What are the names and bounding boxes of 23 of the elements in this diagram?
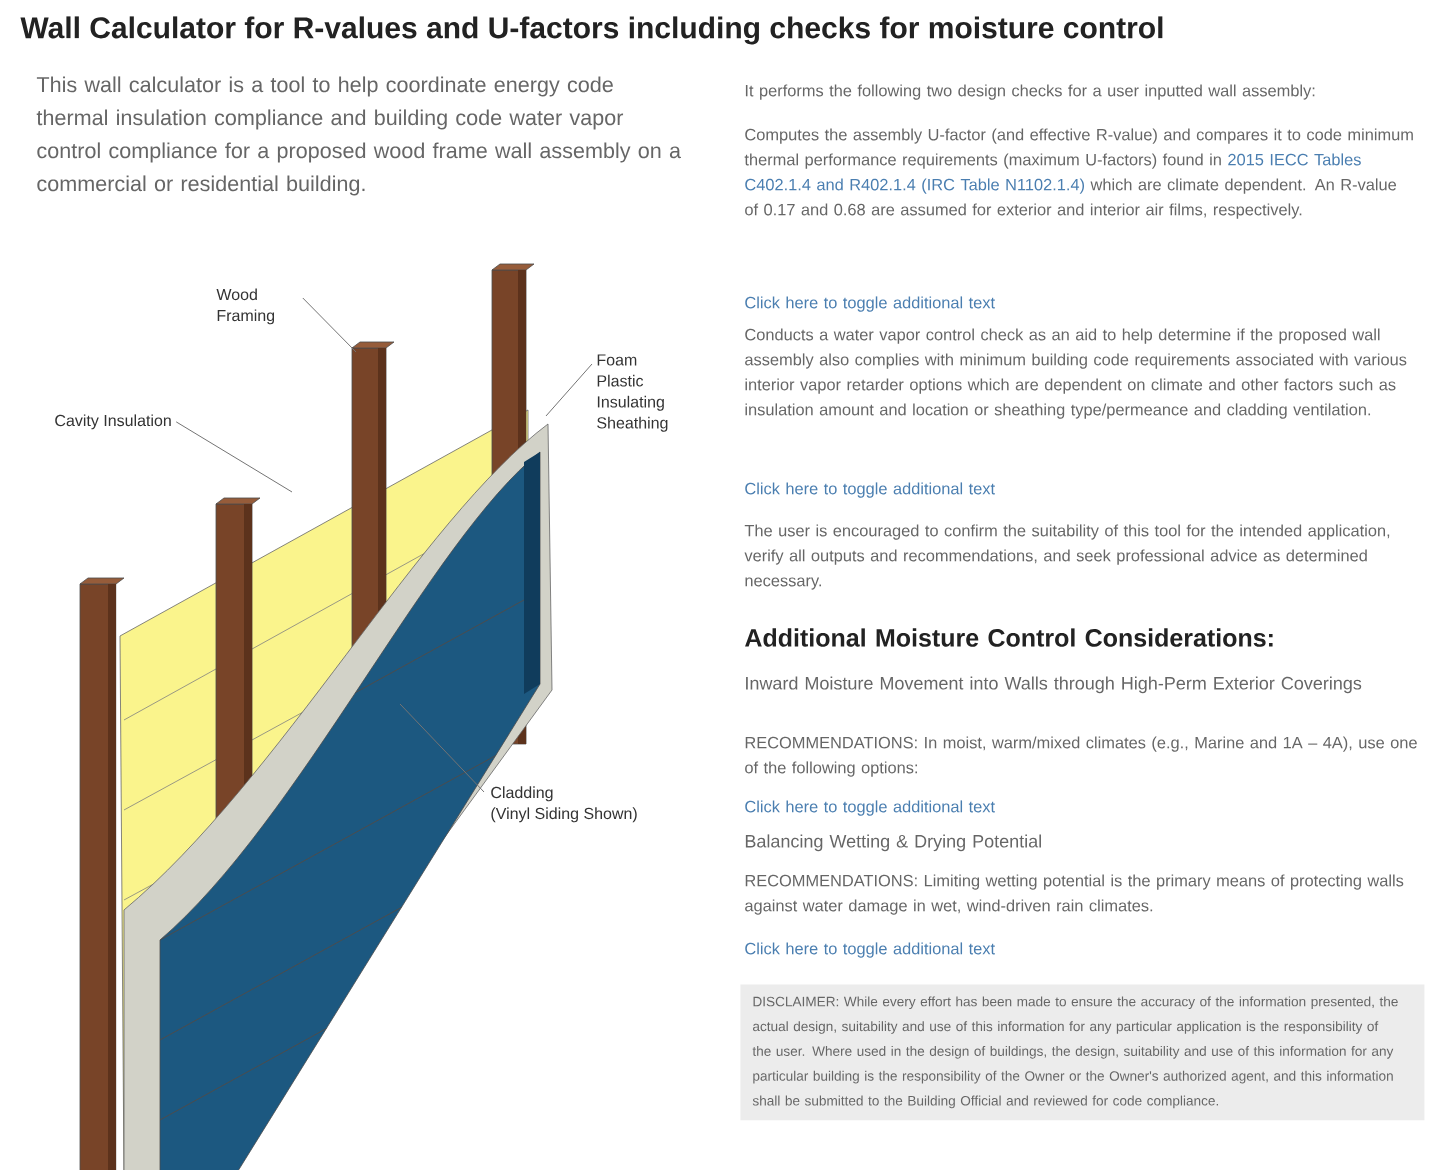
leader-line [545, 363, 593, 417]
paragraph: Computes the assembly U-factor (and effective R-value) and compares it to code minimum thermal performance requirements (maximum U-factors) found in 2015 IECC Tables C402.1.4 and R402.1.4 (IRC Table N1102.1.4) which are climate dependent. An R-value of 0.17 and 0.68 are assumed for exterior and interior air films, respectively. [744, 128, 1413, 219]
section-heading: Additional Moisture Control Considerations: [745, 628, 1273, 647]
paragraph: The user is encouraged to confirm the suitability of this tool for the intended application, verify all outputs and recommendations, and seek professional advice as determined necessary. [744, 524, 1390, 590]
page-title: Wall Calculator for R-values and U-factors including checks for moisture control [20, 16, 1163, 45]
paragraph: RECOMMENDATIONS: In moist, warm/mixed climates (e.g., Marine and 1A – 4A), use one of the following options: [745, 736, 1417, 777]
leader-line [175, 421, 293, 493]
paragraph: RECOMMENDATIONS: Limiting wetting potential is the primary means of protecting walls against water damage in wet, wind-driven rain climates. [745, 874, 1404, 915]
part-label: Foam Plastic Insulating Sheathing [597, 354, 668, 432]
part-label: Cladding (Vinyl Siding Shown) [491, 786, 637, 823]
leader-line [399, 703, 485, 793]
paragraph: It performs the following two design checks for a user inputted wall assembly: [745, 84, 1315, 100]
subheading: Balancing Wetting & Drying Potential [745, 834, 1041, 852]
part-label: Wood Framing [216, 288, 275, 325]
subheading: Inward Moisture Movement into Walls through High-Perm Exterior Coverings [746, 676, 1362, 694]
toggle-link: Click here to toggle additional text [745, 296, 995, 312]
toggle-link: Click here to toggle additional text [745, 482, 995, 498]
paragraph: Conducts a water vapor control check as an aid to help determine if the proposed wall assembly also complies with minimum building code requirements associated with various interior vapor retarder options which are dependent on climate and other factors such as insulation amount and location or sheathing type/permeance and cladding ventilation. [745, 328, 1407, 419]
toggle-link: Click here to toggle additional text [745, 800, 995, 816]
leader-line [302, 297, 357, 353]
part-label: Cavity Insulation [55, 414, 171, 430]
toggle-link: Click here to toggle additional text [745, 942, 995, 958]
intro-paragraph: This wall calculator is a tool to help coordinate energy code thermal insulation compliance and building code water vapor control compliance for a proposed wood frame wall assembly on a commercial or residential building. [36, 76, 681, 196]
